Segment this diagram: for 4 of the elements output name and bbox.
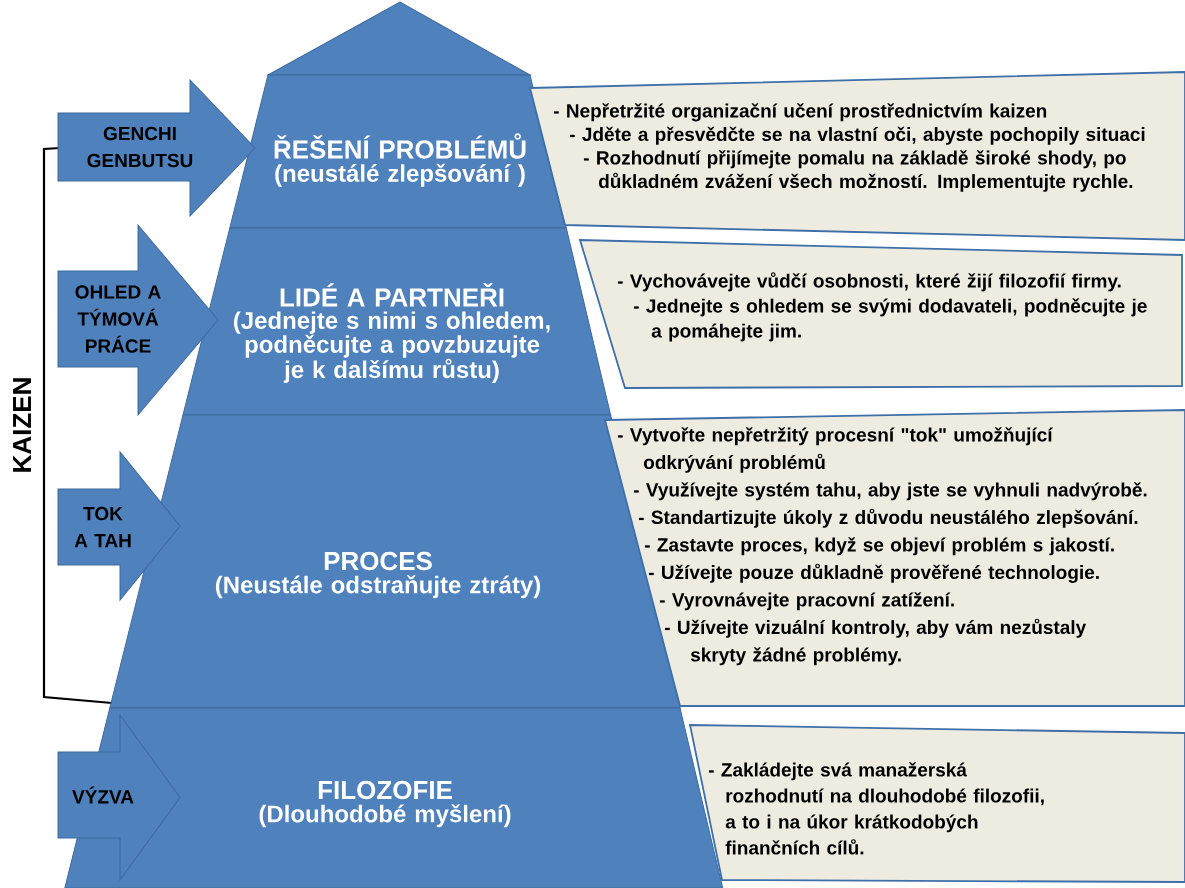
node-label: VÝZVA bbox=[72, 786, 134, 804]
side-label: KAIZEN bbox=[13, 378, 31, 472]
pyramid-tier: LIDÉ A PARTNEŘI (Jednejte s nimi s ohledem, podněcujte a povzbuzujte je k dalšímu růstu) bbox=[182, 227, 612, 416]
pyramid-apex bbox=[267, 1, 531, 76]
